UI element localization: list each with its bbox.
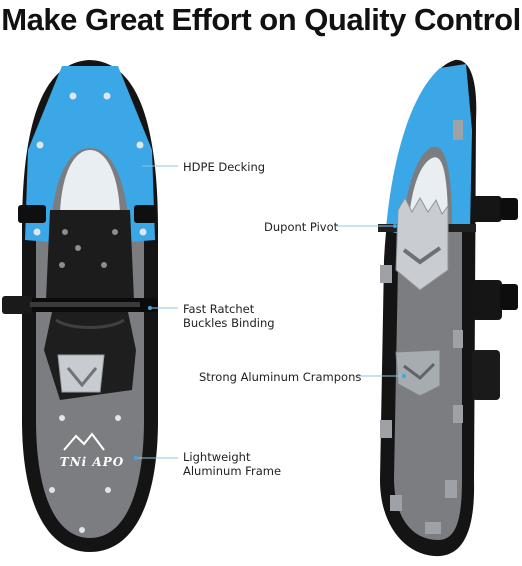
label-crampons-text: Strong Aluminum Crampons	[199, 370, 362, 384]
label-frame-line2: Aluminum Frame	[183, 464, 282, 478]
page-title: Make Great Effort on Quality Control	[1, 2, 521, 37]
callout-dots	[134, 164, 406, 460]
label-aluminum-frame: Lightweight Aluminum Frame	[183, 450, 281, 478]
left-hdpe-decking	[25, 66, 155, 242]
left-crampon	[57, 354, 105, 393]
label-binding-line2: Buckles Binding	[183, 316, 275, 330]
right-rear-crampon	[395, 349, 441, 397]
label-pivot-text: Dupont Pivot	[264, 220, 339, 234]
label-binding-line1: Fast Ratchet	[183, 302, 255, 316]
label-hdpe-decking: HDPE Decking	[183, 160, 265, 174]
label-frame-line1: Lightweight	[183, 450, 251, 464]
label-ratchet-binding: Fast Ratchet Buckles Binding	[183, 302, 275, 330]
right-pivot-crampon	[395, 196, 449, 291]
right-snowshoe	[378, 59, 518, 557]
left-snowshoe	[2, 60, 158, 552]
brand-logo: TNi APO	[59, 455, 125, 469]
label-aluminum-crampons: Strong Aluminum Crampons	[199, 370, 361, 384]
label-hdpe-text: HDPE Decking	[183, 160, 266, 174]
right-hdpe-decking	[386, 64, 472, 235]
label-dupont-pivot: Dupont Pivot	[264, 220, 338, 234]
callout-lines	[136, 165, 404, 459]
